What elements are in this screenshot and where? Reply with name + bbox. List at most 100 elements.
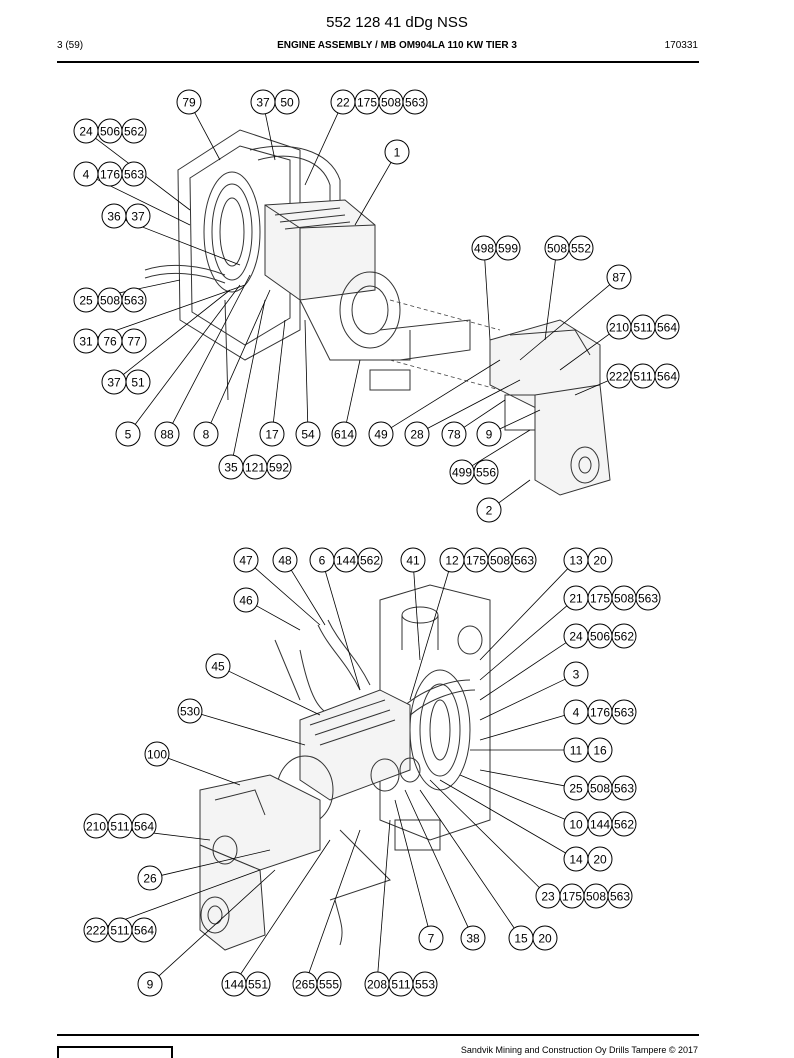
callout-b-530: 530: [177, 698, 203, 724]
sandvik-logo: [57, 1046, 173, 1058]
callout-circle: [404, 421, 430, 447]
callout-circle: [476, 421, 502, 447]
callout-label: 41: [406, 554, 420, 568]
callout-circle: [384, 139, 410, 165]
callout-label: 552: [571, 242, 591, 256]
callout-label: 210: [86, 820, 106, 834]
callout-circle: [611, 811, 637, 837]
callout-label: 78: [447, 428, 461, 442]
callout-circle: [568, 235, 594, 261]
callout-label: 563: [405, 96, 425, 110]
callout-b-14: 14 20: [563, 846, 613, 872]
callout-label: 564: [134, 820, 154, 834]
callout-label: 37: [131, 210, 145, 224]
callout-t-54: 54: [295, 421, 321, 447]
callout-circle: [635, 585, 661, 611]
callout-label: 498: [474, 242, 494, 256]
callout-circle: [233, 587, 259, 613]
leader-line-t-508: [544, 259, 556, 341]
leader-line-t-499: [471, 429, 531, 467]
callout-label: 20: [593, 853, 607, 867]
callout-t-17: 17: [259, 421, 285, 447]
callout-b-48: 48: [272, 547, 298, 573]
callout-t-78: 78: [441, 421, 467, 447]
callout-label: 54: [301, 428, 315, 442]
callout-label: 562: [360, 554, 380, 568]
callout-circle: [532, 925, 558, 951]
leader-line-t-49: [390, 359, 501, 429]
callout-label: 508: [490, 554, 510, 568]
leader-line-t-28: [427, 379, 521, 429]
callout-circle: [121, 328, 147, 354]
callout-circle: [131, 813, 157, 839]
leader-line-t-78: [463, 399, 506, 428]
leader-line-t-17: [273, 319, 286, 423]
footer-rule: [57, 1034, 699, 1036]
callout-circle: [272, 547, 298, 573]
callout-label: 77: [127, 335, 141, 349]
callout-label: 564: [657, 321, 677, 335]
callout-circle: [125, 369, 151, 395]
leader-line-b-4: [479, 715, 565, 741]
callout-label: 511: [110, 820, 129, 834]
callout-label: 511: [110, 924, 129, 938]
callout-circle: [137, 865, 163, 891]
callout-label: 511: [391, 978, 410, 992]
leader-line-b-144: [240, 839, 331, 975]
leader-line-b-25: [479, 769, 565, 787]
callout-circle: [154, 421, 180, 447]
callout-circle: [473, 459, 499, 485]
callout-label: 20: [593, 554, 607, 568]
callout-label: 175: [590, 592, 610, 606]
callout-b-46: 46: [233, 587, 259, 613]
callout-t-49: 49: [368, 421, 394, 447]
callout-circle: [606, 264, 632, 290]
callout-label: 14: [569, 853, 583, 867]
callout-label: 5: [125, 428, 132, 442]
callout-label: 508: [381, 96, 401, 110]
callout-label: 37: [256, 96, 270, 110]
callout-circle: [587, 737, 613, 763]
callout-label: 9: [147, 978, 154, 992]
leader-line-b-48: [290, 569, 326, 626]
leader-line-b-26: [161, 849, 271, 876]
callout-circle: [316, 971, 342, 997]
callout-label: 88: [160, 428, 174, 442]
callout-label: 511: [633, 370, 652, 384]
callout-label: 508: [586, 890, 606, 904]
callout-label: 48: [278, 554, 292, 568]
callout-label: 9: [486, 428, 493, 442]
leader-line-b-222: [107, 869, 261, 927]
callout-label: 25: [569, 782, 583, 796]
callout-label: 176: [100, 168, 120, 182]
callout-circle: [331, 421, 357, 447]
callout-circle: [193, 421, 219, 447]
callout-label: 563: [124, 168, 144, 182]
callout-b-38: 38: [460, 925, 486, 951]
leader-line-b-15: [419, 789, 515, 929]
callout-t-1: 1: [384, 139, 410, 165]
callout-b-26: 26: [137, 865, 163, 891]
leader-line-b-38: [404, 789, 469, 928]
callout-label: 50: [280, 96, 294, 110]
leader-line-t-22: [304, 112, 339, 186]
callout-label: 563: [614, 706, 634, 720]
callout-label: 176: [590, 706, 610, 720]
callout-label: 21: [569, 592, 583, 606]
callout-label: 563: [614, 782, 634, 796]
callout-label: 506: [100, 125, 120, 139]
callout-t-5: 5: [115, 421, 141, 447]
callout-circle: [266, 454, 292, 480]
callout-label: 563: [124, 294, 144, 308]
